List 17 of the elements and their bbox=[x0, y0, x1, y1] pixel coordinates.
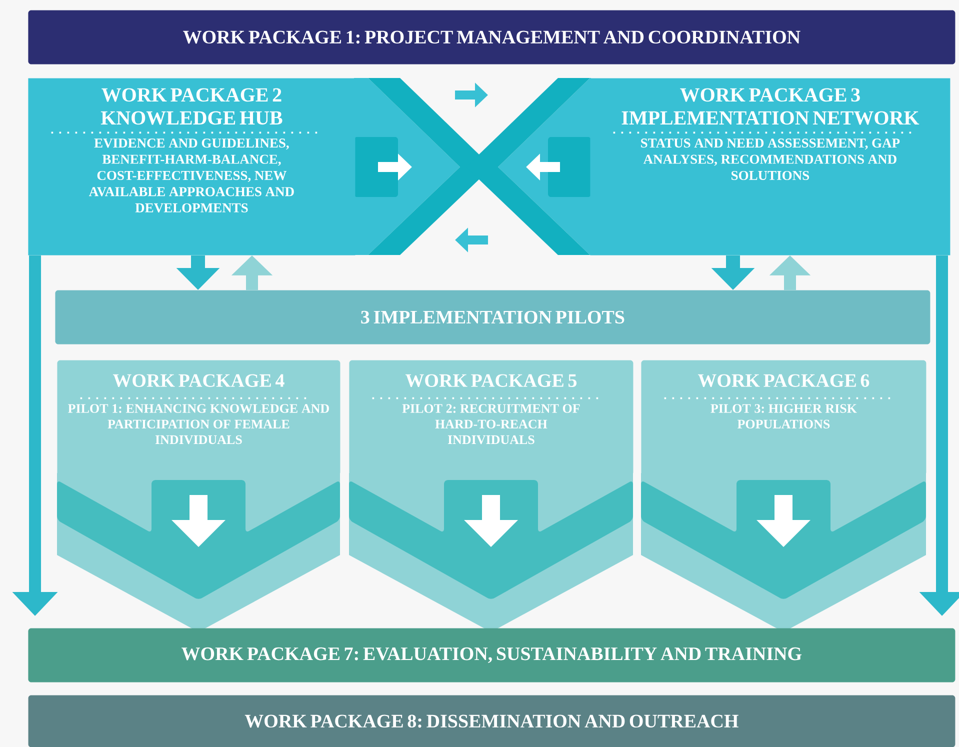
node-label: WORK PACKAGE 6 bbox=[698, 374, 870, 388]
pilot-box: WORK PACKAGE 6 PILOT 3: HIGHER RISK POPULATIONS bbox=[641, 360, 926, 476]
node-label: PILOT 1: ENHANCING KNOWLEDGE AND PARTICIPATION OF FEMALE INDIVIDUALS bbox=[68, 404, 329, 444]
pilot-box: WORK PACKAGE 5 PILOT 2: RECRUITMENT OF HARD-TO-REACH INDIVIDUALS bbox=[349, 360, 634, 476]
node-label: WORK PACKAGE 4 bbox=[112, 374, 284, 388]
node-label: PILOT 2: RECRUITMENT OF HARD-TO-REACH INDIVIDUALS bbox=[402, 404, 580, 444]
title-bar: WORK PACKAGE 8: DISSEMINATION AND OUTREACH bbox=[28, 695, 956, 747]
node-label: WORK PACKAGE 3 IMPLEMENTATION NETWORK bbox=[622, 88, 920, 125]
title-bar: WORK PACKAGE 7: EVALUATION, SUSTAINABILITY AND TRAINING bbox=[28, 628, 956, 682]
title-bar: WORK PACKAGE 1: PROJECT MANAGEMENT AND COORDINATION bbox=[28, 10, 956, 64]
node-label: WORK PACKAGE 2 KNOWLEDGE HUB bbox=[100, 88, 282, 125]
title-bar: 3 IMPLEMENTATION PILOTS bbox=[55, 290, 930, 344]
pilot-box: WORK PACKAGE 4 PILOT 1: ENHANCING KNOWLEDGE AND PARTICIPATION OF FEMALE INDIVIDUALS bbox=[57, 360, 340, 476]
node-label: EVIDENCE AND GUIDELINES, BENEFIT-HARM-BALANCE, COST-EFFECTIVENESS, NEW AVAILABLE APPROACHES AND DEVELOPMENTS bbox=[88, 138, 294, 212]
node-label: WORK PACKAGE 5 bbox=[405, 374, 577, 388]
node-label: STATUS AND NEED ASSESSEMENT, GAP ANALYSES, RECOMMENDATIONS AND SOLUTIONS bbox=[641, 138, 900, 180]
node-label: PILOT 3: HIGHER RISK POPULATIONS bbox=[710, 404, 857, 428]
